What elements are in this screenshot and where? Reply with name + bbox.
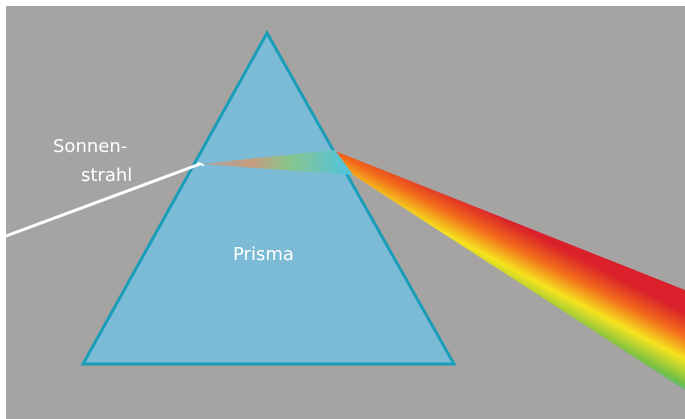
sunray-label-line-1: Sonnen- bbox=[53, 136, 128, 157]
prism-entry-point bbox=[197, 162, 204, 166]
sunray-line bbox=[4, 162, 202, 238]
prism-label: Prisma bbox=[233, 244, 294, 265]
internal-light-beam bbox=[200, 150, 353, 175]
prism-triangle bbox=[80, 29, 457, 366]
sunray-label-line-2: strahl bbox=[81, 165, 133, 186]
spectrum-band bbox=[335, 151, 685, 390]
